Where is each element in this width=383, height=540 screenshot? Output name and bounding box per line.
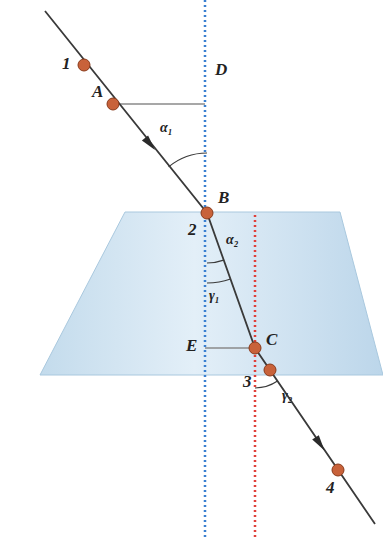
point-letter: B bbox=[218, 190, 229, 206]
ray-points bbox=[78, 59, 344, 476]
normal-line bbox=[254, 215, 257, 540]
angle-arc bbox=[255, 381, 278, 388]
perpendicular-line bbox=[205, 347, 255, 349]
angle-arc bbox=[207, 279, 231, 283]
angle-label: γ₁ bbox=[209, 288, 220, 304]
normal-line bbox=[204, 0, 207, 540]
point-dot bbox=[78, 59, 90, 71]
point-dot bbox=[264, 364, 276, 376]
light-ray bbox=[45, 11, 375, 524]
point-dot bbox=[107, 98, 119, 110]
angle-label: α₂ bbox=[226, 232, 239, 248]
angle-arc bbox=[207, 260, 224, 263]
point-letter: A bbox=[92, 84, 103, 100]
point-number: 4 bbox=[326, 480, 335, 496]
glass-plate bbox=[40, 212, 383, 375]
point-dot bbox=[201, 207, 213, 219]
ray-arrow bbox=[142, 135, 155, 150]
point-letter: C bbox=[266, 332, 277, 348]
point-letter: D bbox=[215, 62, 227, 78]
point-number: 3 bbox=[243, 374, 252, 390]
angle-label: γ₂ bbox=[282, 388, 293, 404]
point-number: 1 bbox=[62, 56, 71, 72]
angle-label: α₁ bbox=[160, 120, 173, 136]
perpendicular-line bbox=[113, 103, 205, 105]
ray-arrow bbox=[312, 435, 324, 450]
point-letter: E bbox=[186, 338, 197, 354]
point-number: 2 bbox=[188, 222, 197, 238]
angle-arc bbox=[169, 153, 207, 167]
point-dot bbox=[332, 464, 344, 476]
point-dot bbox=[249, 342, 261, 354]
